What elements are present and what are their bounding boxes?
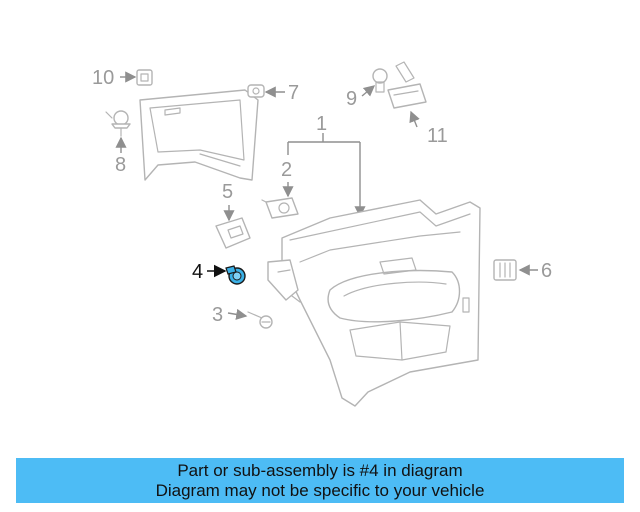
callout-4[interactable]: 4 — [192, 261, 203, 283]
callout-6[interactable]: 6 — [541, 260, 552, 282]
part-2-retainer[interactable] — [261, 197, 299, 219]
callout-10[interactable]: 10 — [92, 67, 114, 89]
leader-3 — [227, 308, 248, 320]
part-3-screw[interactable] — [247, 311, 273, 329]
callout-9[interactable]: 9 — [346, 88, 357, 110]
callout-8[interactable]: 8 — [115, 154, 126, 176]
part-6-vent[interactable] — [493, 259, 517, 281]
pillar-trim-panel[interactable] — [139, 89, 259, 181]
part-7-clip[interactable] — [247, 84, 265, 98]
callout-11[interactable]: 11 — [427, 125, 448, 147]
leader-9 — [361, 85, 376, 97]
part-8-push-clip[interactable] — [105, 110, 131, 137]
info-banner: Part or sub-assembly is #4 in diagram Di… — [16, 458, 624, 503]
quarter-trim-panel[interactable] — [267, 199, 481, 407]
banner-line-part: Part or sub-assembly is #4 in diagram — [177, 460, 463, 480]
callout-2[interactable]: 2 — [281, 159, 292, 181]
part-10-clip[interactable] — [136, 69, 153, 86]
part-9-screw[interactable] — [372, 68, 388, 93]
banner-line-disclaimer: Diagram may not be specific to your vehi… — [155, 480, 485, 500]
callout-5[interactable]: 5 — [222, 181, 233, 203]
parts-diagram: 10 7 8 9 11 1 2 — [92, 61, 552, 407]
leader-11 — [409, 110, 420, 128]
callout-1[interactable]: 1 — [316, 113, 327, 135]
callout-3[interactable]: 3 — [212, 304, 223, 326]
callout-7[interactable]: 7 — [288, 82, 299, 104]
part-11-handle[interactable] — [387, 61, 427, 109]
leader-1 — [287, 133, 366, 218]
part-4-clip-highlighted[interactable] — [225, 265, 246, 285]
part-5-bracket[interactable] — [215, 217, 251, 249]
